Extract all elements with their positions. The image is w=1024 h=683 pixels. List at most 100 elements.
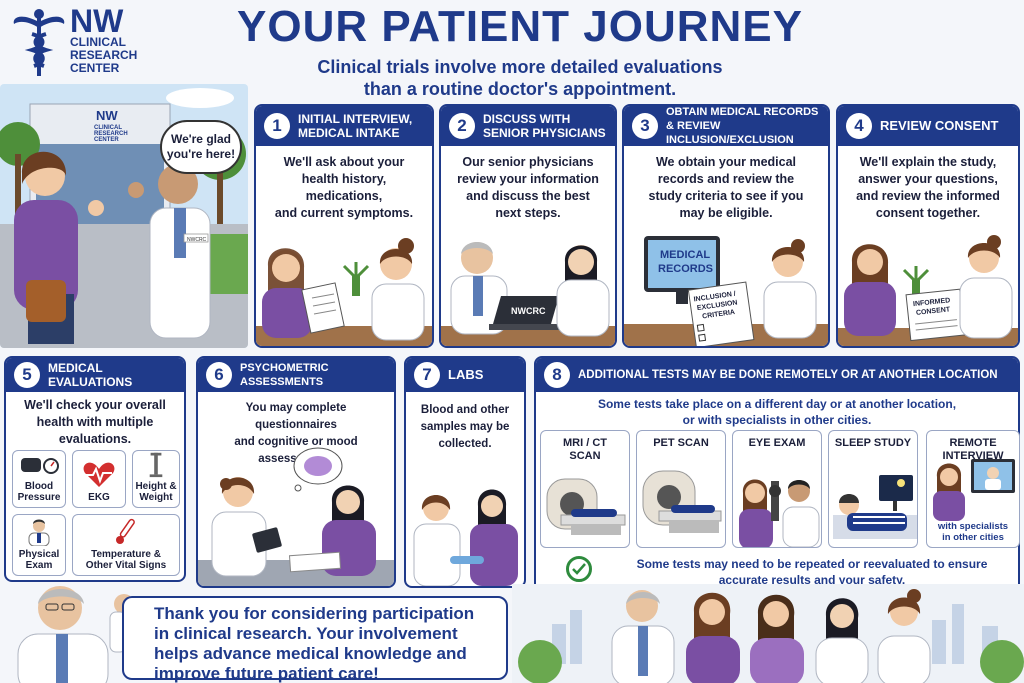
step-8-body-line: or with specialists in other cities. — [682, 413, 872, 427]
brain-icon — [304, 456, 332, 476]
eval-label: Pressure — [17, 492, 61, 503]
step-4-body-line: We'll explain the study, — [859, 155, 997, 169]
logo-initials: NW — [70, 3, 124, 39]
eye-exam-icon — [739, 479, 820, 547]
step-4-consent-illustration: INFORMED CONSENT — [838, 235, 1018, 346]
step-8-title: ADDITIONAL TESTS MAY BE DONE REMOTELY OR… — [578, 369, 998, 381]
step-1-title-line-1: INITIAL INTERVIEW, — [298, 112, 413, 126]
step-3-title-line-2: & REVIEW INCLUSION/EXCLUSION — [666, 120, 794, 146]
eval-label: Exam — [25, 560, 53, 571]
pet-scanner-icon — [642, 470, 722, 533]
test-remote-interview: REMOTE INTERVIEW with specialists in oth… — [926, 430, 1020, 548]
step-2-body-line: next steps. — [495, 206, 561, 220]
step-6-title: PSYCHOMETRIC ASSESSMENTS — [240, 362, 329, 388]
step-7-number: 7 — [414, 362, 440, 388]
test-label: SLEEP STUDY — [834, 437, 912, 449]
consent-doc-line-1: INFORMED — [913, 297, 951, 308]
step-1-intake-illustration — [256, 238, 432, 346]
eval-label: Blood — [24, 481, 54, 492]
criteria-doc-line-3: CRITERIA — [702, 309, 736, 321]
step-1-body-line: We'll ask about your — [283, 155, 405, 169]
building-sign-line-3: CENTER — [94, 137, 119, 143]
thank-you-line-4: improve future patient care! — [154, 664, 379, 683]
eval-label: Physical — [18, 549, 60, 560]
thank-you-line-1: Thank you for considering participation — [154, 604, 475, 623]
remote-caption: with specialists in other cities — [927, 521, 1019, 543]
step-4-number: 4 — [846, 113, 872, 139]
step-5-number: 5 — [14, 362, 40, 388]
step-4-title-line-1: REVIEW CONSENT — [880, 118, 999, 133]
laptop-label: NWCRC — [511, 306, 546, 316]
step-3-header: 3 OBTAIN MEDICAL RECORDS & REVIEW INCLUS… — [624, 106, 828, 146]
step-2-body-line: and discuss the best — [466, 189, 590, 203]
step-2-number: 2 — [449, 113, 475, 139]
subtitle-line-1: Clinical trials involve more detailed ev… — [317, 57, 723, 77]
doctor-icon — [28, 519, 50, 546]
logo-line-3: CENTER — [70, 61, 120, 75]
step-3-body-line: study criteria to see if you — [648, 189, 804, 203]
step-7-header: 7 LABS — [406, 358, 524, 392]
building-sign-line-2: RESEARCH — [94, 131, 128, 137]
remote-caption-line-2: in other cities — [942, 532, 1004, 543]
step-4-header: 4 REVIEW CONSENT — [838, 106, 1018, 146]
step-7-description: Blood and other samples may be collected… — [406, 392, 524, 453]
step-2-body-line: Our senior physicians — [462, 155, 594, 169]
eval-label: EKG — [88, 492, 110, 503]
step-6-header: 6 PSYCHOMETRIC ASSESSMENTS — [198, 358, 394, 392]
building-sign-line-1: CLINICAL — [94, 125, 122, 131]
refresh-check-icon — [566, 556, 592, 582]
step-8-description: Some tests take place on a different day… — [536, 392, 1018, 428]
step-1-number: 1 — [264, 113, 290, 139]
height-scale-icon — [149, 452, 163, 478]
step-3-description: We obtain your medical records and revie… — [624, 146, 828, 222]
test-sleep-study: SLEEP STUDY — [828, 430, 918, 548]
step-2-header: 2 DISCUSS WITH SENIOR PHYSICIANS — [441, 106, 615, 146]
test-pet-scan: PET SCAN — [636, 430, 726, 548]
eval-height-weight: Height & Weight — [132, 450, 180, 508]
eval-label: Weight — [139, 492, 173, 503]
page-title: YOUR PATIENT JOURNEY — [237, 2, 803, 51]
logo-line-2: RESEARCH — [70, 48, 138, 62]
team-group-illustration — [512, 584, 1024, 683]
test-label: REMOTE — [949, 437, 997, 449]
step-7-body-line: collected. — [438, 438, 492, 450]
step-3-body-line: We obtain your medical — [655, 155, 797, 169]
retest-note: Some tests may need to be repeated or re… — [602, 556, 1018, 588]
test-eye-exam: EYE EXAM — [732, 430, 822, 548]
retest-note-line-2: accurate results and your safety. — [718, 573, 906, 587]
sleep-study-icon — [833, 475, 917, 539]
eval-label: Other Vital Signs — [85, 560, 167, 571]
eval-label: Temperature & — [91, 549, 161, 560]
page-subtitle: Clinical trials involve more detailed ev… — [280, 56, 760, 100]
doctor-waving-illustration — [17, 586, 134, 683]
step-3-title-line-1: OBTAIN MEDICAL RECORDS — [666, 106, 819, 118]
step-3-records-illustration: MEDICAL RECORDS INCLUSION / EXCLUSION CR… — [624, 236, 828, 346]
step-4-body-line: answer your questions, — [858, 172, 998, 186]
test-mri-ct: MRI / CT SCAN — [540, 430, 630, 548]
step-6-body-line: You may complete questionnaires — [245, 402, 347, 431]
step-1-body-line: and current symptoms. — [274, 206, 414, 220]
step-2-body-line: review your information — [457, 172, 599, 186]
step-5-body-line: evaluations. — [58, 432, 132, 446]
step-5-description: We'll check your overall health with mul… — [6, 392, 184, 448]
step-3-body-line: may be eligible. — [679, 206, 773, 220]
caduceus-icon — [13, 9, 65, 76]
step-2-card: 2 DISCUSS WITH SENIOR PHYSICIANS Our sen… — [439, 104, 617, 348]
eval-blood-pressure: Blood Pressure — [12, 450, 66, 508]
step-7-labs-illustration — [413, 489, 518, 586]
building-sign-initials: NW — [96, 108, 118, 123]
eval-vital-signs: Temperature & Other Vital Signs — [72, 514, 180, 576]
thank-you-message: Thank you for considering participation … — [122, 596, 508, 683]
step-4-body-line: consent together. — [875, 206, 981, 220]
monitor-text-line-1: MEDICAL — [660, 249, 710, 261]
nwcrc-logo: NW CLINICAL RESEARCH CENTER — [10, 3, 150, 82]
heart-ekg-icon — [83, 462, 115, 487]
test-label: EYE EXAM — [748, 437, 806, 449]
consent-doc-line-2: CONSENT — [916, 306, 951, 317]
retest-note-line-1: Some tests may need to be repeated or re… — [636, 557, 988, 571]
test-label: MRI / CT — [563, 437, 607, 449]
eval-label: Height & — [135, 481, 177, 492]
test-label: SCAN — [569, 450, 601, 462]
mri-scanner-icon — [546, 478, 626, 535]
step-1-title-line-2: MEDICAL INTAKE — [298, 126, 400, 140]
